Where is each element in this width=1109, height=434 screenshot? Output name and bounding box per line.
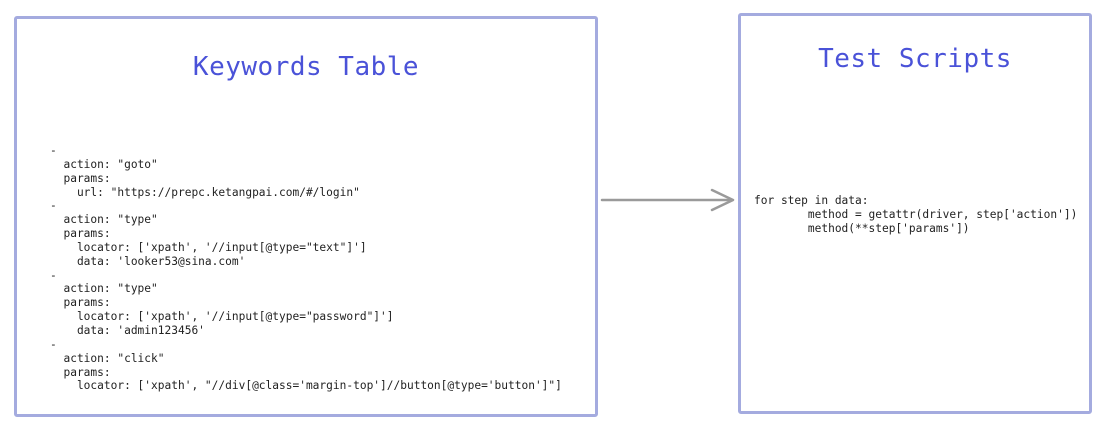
test-scripts-code: for step in data: method = getattr(drive… (754, 194, 1078, 235)
keywords-table-box: Keywords Table - action: "goto" params: … (14, 16, 598, 417)
flow-arrowhead (710, 188, 735, 212)
keywords-yaml-code: - action: "goto" params: url: "https://p… (50, 144, 562, 393)
test-scripts-title: Test Scripts (818, 44, 1012, 74)
test-scripts-box: Test Scripts for step in data: method = … (738, 13, 1092, 414)
keywords-table-title: Keywords Table (192, 52, 420, 82)
